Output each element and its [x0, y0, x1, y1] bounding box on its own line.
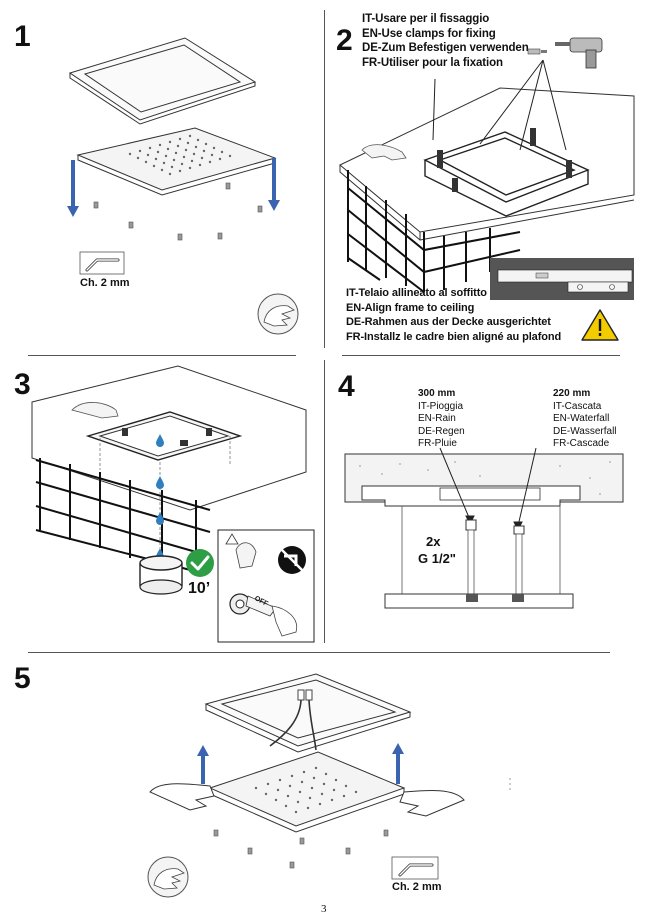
valve-warning-icon	[225, 533, 257, 569]
allen-key-icon	[79, 251, 125, 275]
step-5-number: 5	[14, 662, 31, 695]
wall-tiles	[347, 170, 521, 293]
align-line-fr: FR-Installz le cadre bien aligné au plaf…	[346, 330, 562, 343]
align-line-en: EN-Align frame to ceiling	[346, 301, 475, 314]
down-arrow-icon	[67, 158, 280, 217]
screws	[213, 829, 389, 869]
thread-size: G 1/2"	[418, 551, 456, 566]
column-divider-middle	[324, 360, 325, 643]
step-2-align-instructions: IT-Telaio allineato al soffitto EN-Align…	[346, 286, 561, 344]
clamp-line-fr: FR-Utiliser pour la fixation	[362, 56, 503, 69]
gloved-hand-icon	[71, 402, 119, 419]
row-divider-left	[28, 355, 296, 356]
waterfall-it: IT-Cascata	[553, 400, 602, 412]
waterfall-en: EN-Waterfall	[553, 413, 610, 424]
waterfall-de: DE-Wasserfall	[553, 425, 617, 437]
gloves-icon	[257, 293, 299, 335]
waterfall-spec: 220 mm IT-Cascata EN-Waterfall DE-Wasser…	[553, 388, 617, 451]
rain-en: EN-Rain	[418, 413, 456, 424]
waterfall-fr: FR-Cascade	[553, 438, 610, 449]
step-5-wrench-label: Ch. 2 mm	[392, 881, 442, 893]
drill-icon	[555, 37, 603, 69]
rain-de: DE-Regen	[418, 425, 465, 437]
screws	[93, 182, 263, 241]
clamp-icon	[527, 48, 547, 55]
column-divider-top	[324, 10, 325, 348]
rain-fr: FR-Pluie	[418, 438, 457, 449]
bucket-icon	[139, 555, 183, 595]
align-line-it: IT-Telaio allineato al soffitto	[346, 287, 487, 299]
clamp-line-de: DE-Zum Befestigen verwenden	[362, 42, 529, 54]
waterfall-size: 220 mm	[553, 388, 591, 399]
step-2-clamp-instructions: IT-Usare per il fissaggio EN-Use clamps …	[362, 12, 529, 70]
clamp-line-en: EN-Use clamps for fixing	[362, 27, 496, 40]
row-divider-right	[342, 355, 620, 356]
gloves-icon	[147, 856, 189, 898]
right-hand-icon	[399, 790, 465, 817]
up-arrow-icon	[197, 743, 404, 784]
align-line-de: DE-Rahmen aus der Decke ausgerichtet	[346, 316, 551, 328]
no-water-icon	[278, 546, 306, 574]
mounting-frame	[423, 131, 590, 217]
allen-key-icon	[391, 856, 439, 880]
row-divider-bottom	[28, 652, 610, 653]
gloved-hand-icon	[361, 144, 407, 161]
rain-size: 300 mm	[418, 388, 456, 399]
step-3-time: 10’	[188, 580, 211, 597]
clamp-line-it: IT-Usare per il fissaggio	[362, 13, 490, 25]
spirit-level-icon	[490, 258, 634, 300]
wall-tiles	[35, 458, 211, 573]
shutoff-valve-icon	[229, 593, 298, 637]
nozzle-grid	[254, 766, 358, 814]
check-icon	[186, 549, 214, 577]
step-4-number: 4	[338, 370, 355, 403]
step-2-number: 2	[336, 24, 353, 57]
rain-it: IT-Pioggia	[418, 400, 464, 412]
page-number: 3	[321, 903, 327, 915]
connection-count: 2x	[426, 534, 441, 549]
rain-spec: 300 mm IT-Pioggia EN-Rain DE-Regen FR-Pl…	[418, 388, 465, 451]
left-hand-icon	[149, 783, 215, 811]
step-3-number: 3	[14, 368, 31, 401]
warning-icon	[581, 309, 619, 341]
nozzle-grid	[128, 134, 232, 176]
step-1-number: 1	[14, 20, 31, 53]
step-1-wrench-label: Ch. 2 mm	[80, 277, 130, 289]
